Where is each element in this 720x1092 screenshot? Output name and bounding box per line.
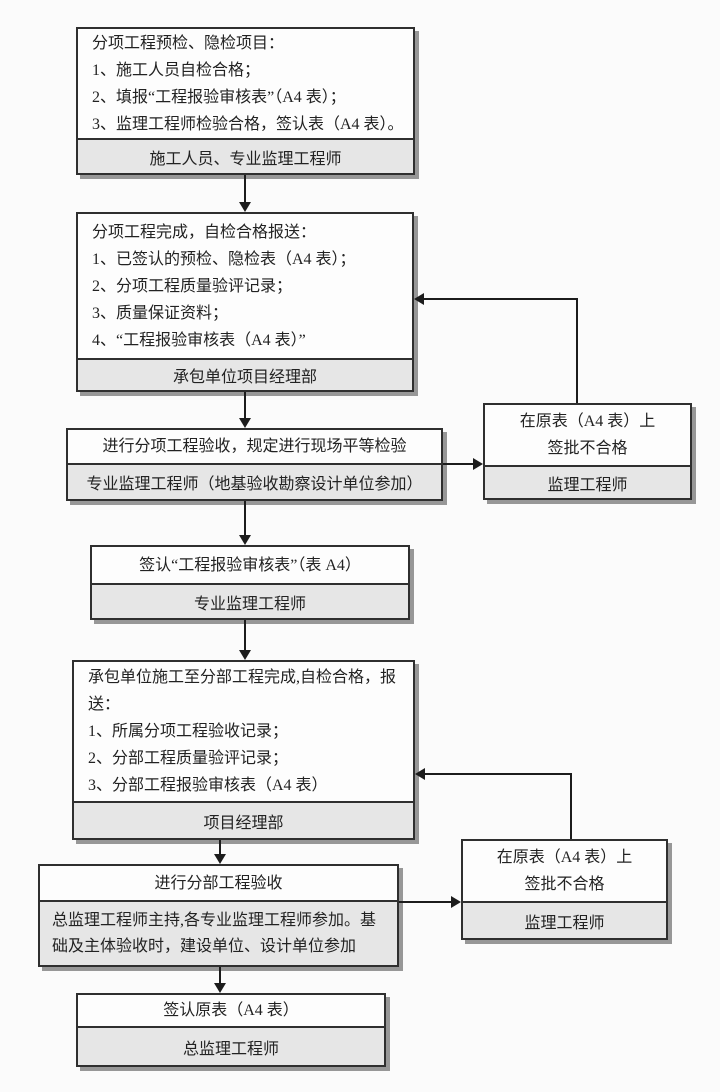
flow-line-box6-reject2	[399, 901, 451, 903]
arrow-right-icon	[473, 458, 483, 470]
arrow-down-icon	[239, 418, 251, 428]
arrow-down-icon	[214, 983, 226, 993]
node-title: 签认“工程报验审核表”（表 A4）	[139, 556, 361, 574]
node-role-bar: 监理工程师	[485, 465, 690, 498]
node-body: 进行分部工程验收	[40, 866, 397, 900]
node-body: 签认“工程报验审核表”（表 A4）	[92, 547, 408, 583]
node-body: 进行分项工程验收，规定进行现场平等检验	[68, 430, 441, 463]
loop-line-reject1-left	[424, 298, 578, 300]
node-role-bar: 项目经理部	[74, 801, 413, 838]
node-text-line: 承包单位施工至分部工程完成,自检合格，报送：	[88, 669, 397, 713]
arrow-down-icon	[239, 650, 251, 660]
node-role-bar: 承包单位项目经理部	[78, 358, 412, 390]
node-title: 进行分项工程验收，规定进行现场平等检验	[102, 438, 407, 455]
node-text-line: 2、分项工程质量验评记录；	[92, 277, 293, 295]
node-title: 签认原表（A4 表）	[163, 1002, 299, 1019]
node-text-line: 分项工程完成，自检合格报送：	[92, 223, 317, 241]
arrow-down-icon	[239, 535, 251, 545]
node-body: 在原表（A4 表）上 签批不合格	[485, 405, 690, 465]
flow-line-box6-box7	[219, 967, 221, 984]
flow-line-box3-reject1	[443, 463, 473, 465]
flow-line-box5-box6	[219, 840, 221, 855]
node-reject-on-form-2: 在原表（A4 表）上 签批不合格 监理工程师	[461, 839, 668, 940]
node-text-line: 2、分部工程质量验评记录；	[88, 750, 289, 767]
node-title: 进行分部工程验收	[154, 874, 283, 892]
node-division-acceptance: 进行分部工程验收 总监理工程师主持,各专业监理工程师参加。基础及主体验收时，建设…	[38, 864, 399, 967]
node-body: 承包单位施工至分部工程完成,自检合格，报送： 1、所属分项工程验收记录； 2、分…	[74, 662, 413, 801]
node-role-bar: 专业监理工程师	[92, 583, 408, 618]
node-body: 分项工程完成，自检合格报送： 1、已签认的预检、隐检表（A4 表）； 2、分项工…	[78, 214, 412, 358]
arrow-left-icon	[414, 293, 424, 305]
node-body: 在原表（A4 表）上 签批不合格	[463, 841, 666, 901]
node-text-line: 签批不合格	[547, 440, 628, 457]
arrow-down-icon	[239, 202, 251, 212]
node-text-line: 1、所属分项工程验收记录；	[88, 723, 289, 740]
node-role-bar: 监理工程师	[463, 901, 666, 938]
node-text-line: 2、填报“工程报验审核表”（A4 表）；	[92, 88, 346, 106]
flow-line-box2-box3	[244, 392, 246, 419]
node-text-line: 4、“工程报验审核表（A4 表）”	[92, 331, 306, 349]
node-role-bar: 施工人员、专业监理工程师	[78, 138, 413, 173]
node-text-line: 签批不合格	[524, 876, 605, 893]
node-sign-original-form: 签认原表（A4 表） 总监理工程师	[76, 993, 386, 1067]
node-text-line: 3、质量保证资料；	[92, 304, 229, 322]
flow-line-box4-box5	[244, 620, 246, 651]
flow-line-box1-box2	[244, 175, 246, 203]
loop-line-reject2-left	[425, 773, 572, 775]
node-subitem-acceptance: 进行分项工程验收，规定进行现场平等检验 专业监理工程师（地基验收勘察设计单位参加…	[66, 428, 443, 501]
node-text-line: 1、施工人员自检合格；	[92, 61, 261, 79]
node-division-complete-submit: 承包单位施工至分部工程完成,自检合格，报送： 1、所属分项工程验收记录； 2、分…	[72, 660, 415, 840]
flow-line-box3-box4	[244, 501, 246, 536]
node-text-line: 在原表（A4 表）上	[519, 413, 656, 430]
loop-line-reject1-up	[576, 299, 578, 403]
node-text-line: 3、监理工程师检验合格，签认表（A4 表）。	[92, 115, 404, 133]
node-text-line: 3、分部工程报验审核表（A4 表）	[88, 777, 328, 794]
node-text-line: 1、已签认的预检、隐检表（A4 表）；	[92, 250, 356, 268]
node-reject-on-form-1: 在原表（A4 表）上 签批不合格 监理工程师	[483, 403, 692, 500]
node-subitem-preinspection: 分项工程预检、隐检项目： 1、施工人员自检合格； 2、填报“工程报验审核表”（A…	[76, 27, 415, 175]
arrow-left-icon	[415, 768, 425, 780]
loop-line-reject2-up	[570, 774, 572, 839]
node-role-bar: 专业监理工程师（地基验收勘察设计单位参加）	[68, 463, 441, 499]
arrow-down-icon	[214, 854, 226, 864]
node-text-line: 分项工程预检、隐检项目：	[92, 34, 285, 52]
node-sign-review-form: 签认“工程报验审核表”（表 A4） 专业监理工程师	[90, 545, 410, 620]
node-role-bar: 总监理工程师	[78, 1026, 384, 1065]
node-body: 签认原表（A4 表）	[78, 995, 384, 1026]
arrow-right-icon	[451, 896, 461, 908]
node-body: 分项工程预检、隐检项目： 1、施工人员自检合格； 2、填报“工程报验审核表”（A…	[78, 29, 413, 138]
node-subitem-complete-submit: 分项工程完成，自检合格报送： 1、已签认的预检、隐检表（A4 表）； 2、分项工…	[76, 212, 414, 392]
node-role-bar: 总监理工程师主持,各专业监理工程师参加。基础及主体验收时，建设单位、设计单位参加	[40, 900, 397, 965]
node-text-line: 在原表（A4 表）上	[496, 849, 633, 866]
